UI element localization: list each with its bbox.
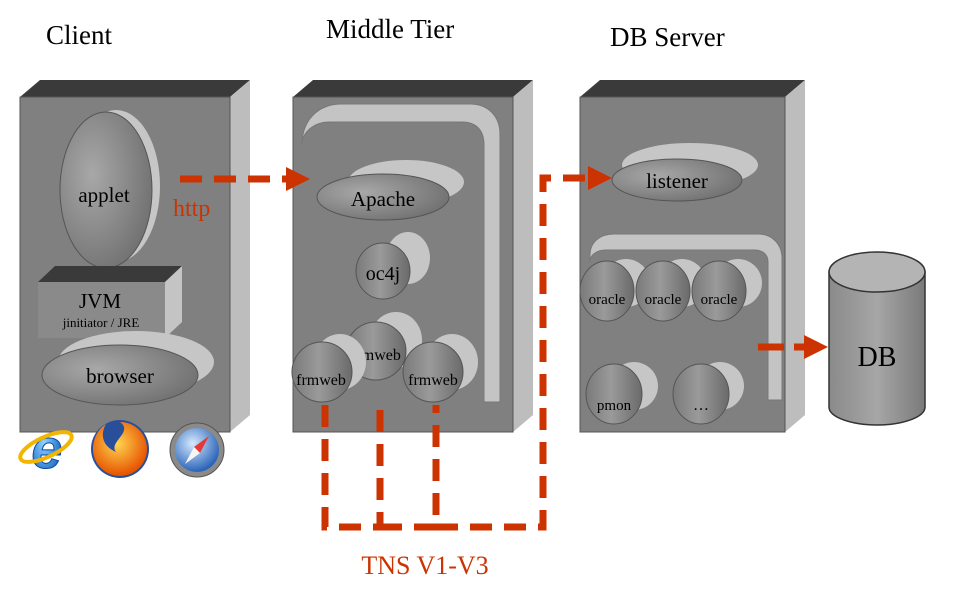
client-tier-title: Client [46, 20, 112, 50]
oracle-process-2-shape [635, 260, 691, 322]
middle-box-top [293, 80, 533, 97]
browser-node: browser [41, 331, 214, 406]
tns-arrowhead [588, 166, 612, 190]
apache-label: Apache [351, 187, 415, 211]
svg-text:e: e [31, 417, 62, 480]
tns-connection-line [321, 174, 588, 531]
db-server-tier-title: DB Server [610, 22, 725, 52]
jvm-sublabel: jinitiator / JRE [62, 315, 140, 330]
ellipsis-process: … [672, 362, 744, 425]
jvm-label: JVM [79, 289, 121, 313]
oc4j-label: oc4j [366, 263, 400, 285]
browser-label: browser [86, 364, 154, 388]
db-server-box-side [785, 80, 805, 432]
middle-tier-title: Middle Tier [326, 14, 455, 44]
tns-label: TNS V1-V3 [361, 551, 488, 580]
oracle-process-3-label: oracle [701, 292, 738, 308]
oc4j-shape [355, 242, 411, 300]
frmweb-right-label: frmweb [408, 372, 458, 389]
client-box-side [230, 80, 250, 432]
jvm-node: JVM jinitiator / JRE [38, 266, 182, 338]
client-box-top [20, 80, 250, 97]
frmweb-right-node: frmweb [402, 334, 478, 403]
ellipsis-shape [672, 363, 730, 425]
internet-explorer-icon: e [18, 417, 74, 481]
frmweb-left-shape [291, 341, 353, 403]
tns-connection: TNS V1-V3 [321, 166, 612, 580]
jvm-top [38, 266, 182, 282]
listener-label: listener [646, 169, 708, 193]
http-connection: http [173, 167, 310, 222]
firefox-icon [91, 420, 149, 478]
db-cylinder-body [828, 271, 926, 426]
db-connection [758, 335, 828, 359]
oracle-process-container [589, 233, 783, 401]
oracle-process-3: oracle [691, 259, 762, 322]
safari-icon [169, 422, 225, 478]
middle-process-container [301, 103, 501, 403]
apache-shape [316, 173, 450, 221]
frmweb-right-shape [402, 341, 464, 403]
http-label: http [173, 196, 210, 222]
jvm-side [165, 266, 182, 338]
ellipsis-label: … [693, 397, 709, 414]
oracle-process-3-shape [691, 260, 747, 322]
jvm-front [38, 282, 165, 338]
pmon-label: pmon [597, 398, 632, 414]
oc4j-node: oc4j [355, 232, 430, 300]
applet-node: applet [59, 110, 160, 269]
frmweb-left-label: frmweb [296, 372, 346, 389]
db-server-box-top [580, 80, 805, 97]
oracle-process-1-shape [579, 260, 635, 322]
db-arrowhead [804, 335, 828, 359]
pmon-shape [585, 363, 643, 425]
db-label: DB [858, 342, 897, 373]
db-cylinder-top [828, 251, 926, 293]
pmon-process: pmon [585, 362, 658, 425]
oracle-process-2-label: oracle [645, 292, 682, 308]
middle-box-side [513, 80, 533, 432]
db-cylinder: DB [828, 251, 926, 426]
browser-shape [41, 344, 199, 406]
http-arrowhead [286, 167, 310, 191]
applet-label: applet [78, 183, 129, 207]
apache-node: Apache [316, 160, 464, 221]
frmweb-left-node: frmweb [291, 334, 366, 403]
listener-node: listener [611, 143, 758, 202]
listener-shape [611, 158, 743, 202]
oracle-process-1-label: oracle [589, 292, 626, 308]
